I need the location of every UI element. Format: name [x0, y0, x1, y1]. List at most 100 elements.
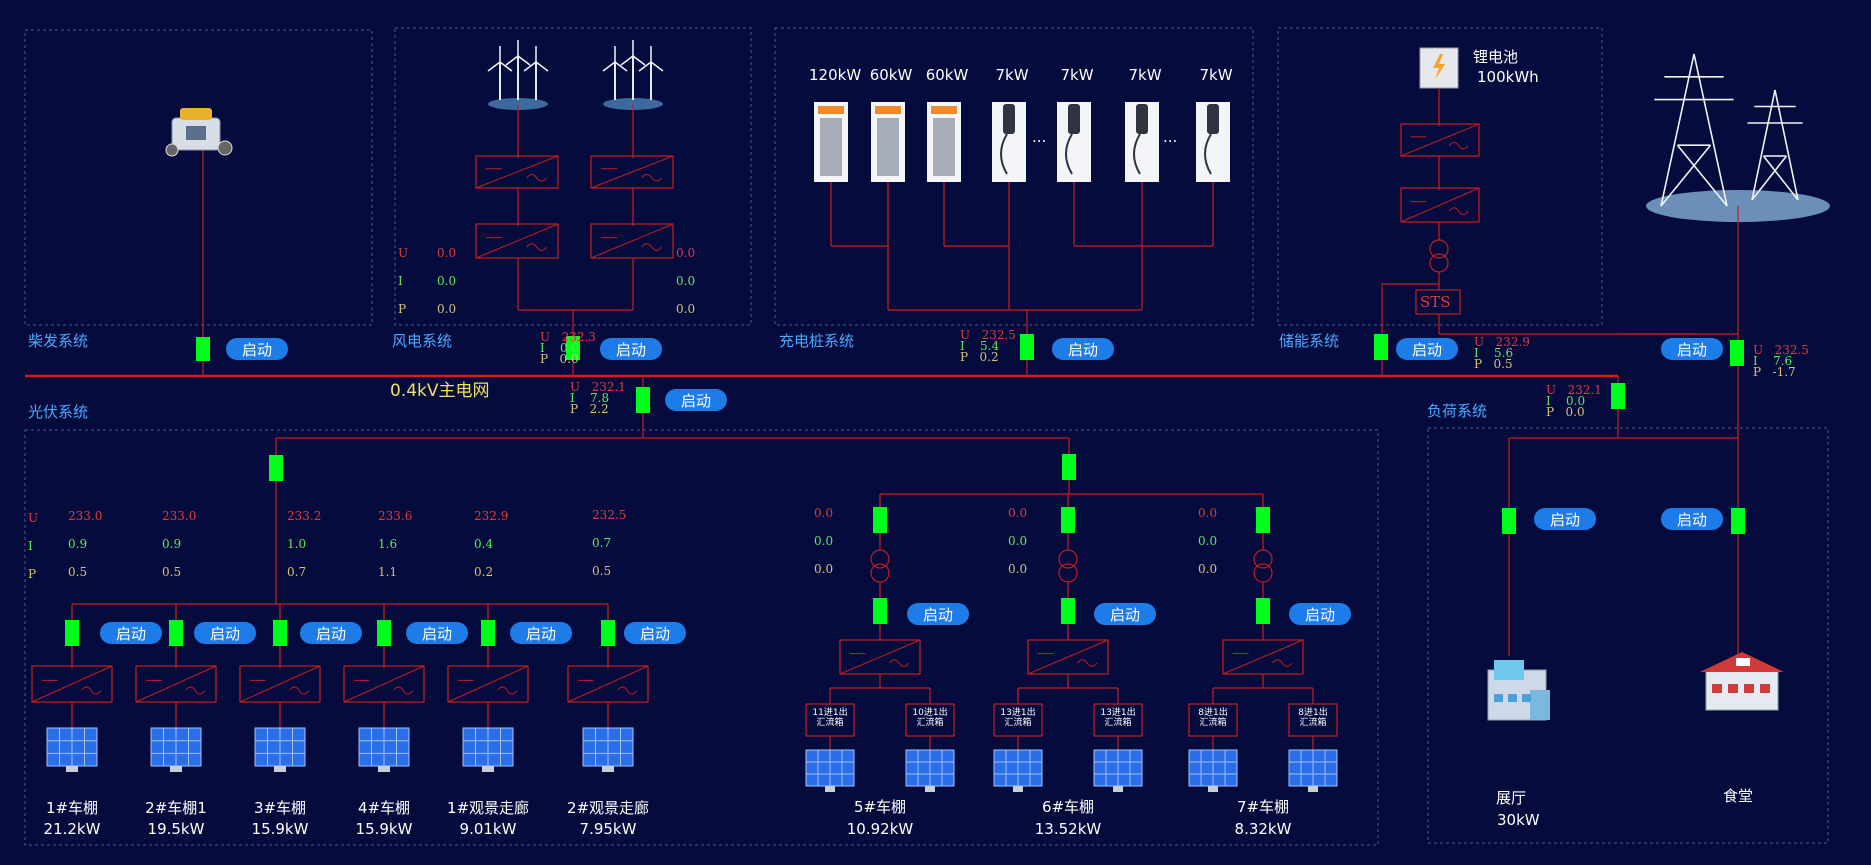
- diesel-system-box: [24, 29, 373, 326]
- start-button[interactable]: 启动: [1661, 508, 1723, 530]
- start-button[interactable]: 启动: [665, 389, 727, 411]
- charger-rating-label: 7kW: [1060, 66, 1094, 84]
- charger-rating-label: 60kW: [869, 66, 913, 84]
- pv-shed-name: 2#车棚1: [145, 799, 207, 817]
- start-button[interactable]: 启动: [1534, 508, 1596, 530]
- breaker: [1611, 383, 1625, 409]
- wind-turbine-icon: [487, 40, 549, 110]
- charger-rating-label: 120kW: [809, 66, 862, 84]
- pv-group-meter-value: 0.0: [1198, 562, 1218, 576]
- pv-meter-value: 0.5: [68, 565, 88, 579]
- meter-i: 0.0: [1566, 394, 1586, 408]
- canteen-icon: [1700, 652, 1784, 711]
- pv-meter-value: 232.9: [474, 509, 509, 523]
- pv-shed-kw: 21.2kW: [43, 820, 101, 838]
- meter-u: 232.5: [1774, 343, 1809, 357]
- pv-meter-value: 233.6: [378, 509, 413, 523]
- breaker: [566, 336, 580, 360]
- start-button[interactable]: 启动: [194, 622, 256, 644]
- converter-icon: [31, 665, 113, 703]
- start-button[interactable]: 启动: [1396, 338, 1458, 360]
- start-button[interactable]: 启动: [624, 622, 686, 644]
- charger-rating-label: 60kW: [925, 66, 969, 84]
- breaker: [196, 337, 210, 361]
- breaker: [1256, 507, 1270, 533]
- breaker: [601, 620, 615, 646]
- start-button[interactable]: 启动: [600, 338, 662, 360]
- breaker: [873, 598, 887, 624]
- wind-meter-key: I: [398, 274, 403, 288]
- wind-meter-value: 0.0: [676, 302, 696, 316]
- meter-key-i: I: [540, 341, 545, 355]
- pv-group-meter-value: 0.0: [814, 534, 834, 548]
- solar-panel-icon: [993, 749, 1043, 792]
- start-button[interactable]: 启动: [100, 622, 162, 644]
- pv-group-meter-value: 0.0: [814, 506, 834, 520]
- pv-meter-value: 0.9: [162, 537, 182, 551]
- pv-meter-value: 1.0: [287, 537, 307, 551]
- breaker: [1730, 340, 1744, 366]
- pv-group-kw: 10.92kW: [846, 820, 914, 838]
- pv-meter-key: I: [28, 539, 33, 553]
- pv-group-meter-value: 0.0: [1198, 506, 1218, 520]
- meter-key-u: U: [960, 328, 971, 342]
- ellipsis-text: ...: [1032, 128, 1047, 146]
- meter-i: 7.6: [1773, 354, 1793, 368]
- start-button[interactable]: 启动: [907, 603, 969, 625]
- sts-box: [1415, 289, 1461, 315]
- start-button[interactable]: 启动: [1289, 603, 1351, 625]
- ellipsis-text: ...: [1163, 128, 1178, 146]
- meter-key-i: I: [570, 391, 575, 405]
- pv-group-meter-value: 0.0: [814, 562, 834, 576]
- wind-meter-value: 0.0: [437, 274, 457, 288]
- start-button[interactable]: 启动: [1094, 603, 1156, 625]
- pv-shed-name: 2#观景走廊: [566, 799, 650, 817]
- charging-system-label: 充电桩系统: [779, 332, 855, 350]
- exhibition-hall-name: 展厅: [1496, 789, 1527, 807]
- sts-label: STS: [1420, 293, 1451, 311]
- wind-meter-value: 0.0: [437, 302, 457, 316]
- breaker: [1061, 507, 1075, 533]
- converter-icon: [343, 665, 425, 703]
- dc-charger-icon: [871, 102, 905, 182]
- pv-group-name: 7#车棚: [1236, 798, 1290, 816]
- meter-u: 232.5: [981, 328, 1016, 342]
- pv-shed-name: 1#车棚: [45, 799, 99, 817]
- breaker: [481, 620, 495, 646]
- converter-icon: [135, 665, 217, 703]
- meter-key-i: I: [1753, 354, 1758, 368]
- start-button[interactable]: 启动: [300, 622, 362, 644]
- pv-shed-name: 3#车棚: [253, 799, 307, 817]
- breaker: [1020, 334, 1034, 360]
- pv-shed-name: 4#车棚: [357, 799, 411, 817]
- start-button[interactable]: 启动: [510, 622, 572, 644]
- combiner-box-label: 13进1出 汇流箱: [1100, 708, 1136, 728]
- ac-charger-icon: [1125, 102, 1159, 182]
- charging-system-box: [774, 27, 1254, 326]
- solar-panel-icon: [1093, 749, 1143, 792]
- combiner-box-label: 8进1出 汇流箱: [1198, 708, 1228, 728]
- load-system-box: [1427, 427, 1829, 844]
- pv-shed-kw: 19.5kW: [147, 820, 205, 838]
- start-button[interactable]: 启动: [226, 338, 288, 360]
- converter-icon: [475, 223, 559, 259]
- breaker: [1061, 598, 1075, 624]
- start-button[interactable]: 启动: [1661, 338, 1723, 360]
- transformer-icon: [1429, 239, 1449, 259]
- pv-group-meter-value: 0.0: [1008, 562, 1028, 576]
- wind-meter-value: 0.0: [437, 246, 457, 260]
- dc-charger-icon: [814, 102, 848, 182]
- converter-icon: [567, 665, 649, 703]
- meter-p: 0.0: [559, 352, 579, 366]
- pv-group-name: 5#车棚: [853, 798, 907, 816]
- start-button[interactable]: 启动: [406, 622, 468, 644]
- load-system-label: 负荷系统: [1427, 402, 1488, 420]
- solar-panel-icon: [905, 749, 955, 792]
- pv-group-meter-value: 0.0: [1198, 534, 1218, 548]
- start-button[interactable]: 启动: [1052, 338, 1114, 360]
- pv-meter-value: 1.6: [378, 537, 398, 551]
- pv-meter-value: 0.7: [287, 565, 307, 579]
- meter-i: 0.0: [560, 341, 580, 355]
- storage-system-box: [1277, 27, 1603, 326]
